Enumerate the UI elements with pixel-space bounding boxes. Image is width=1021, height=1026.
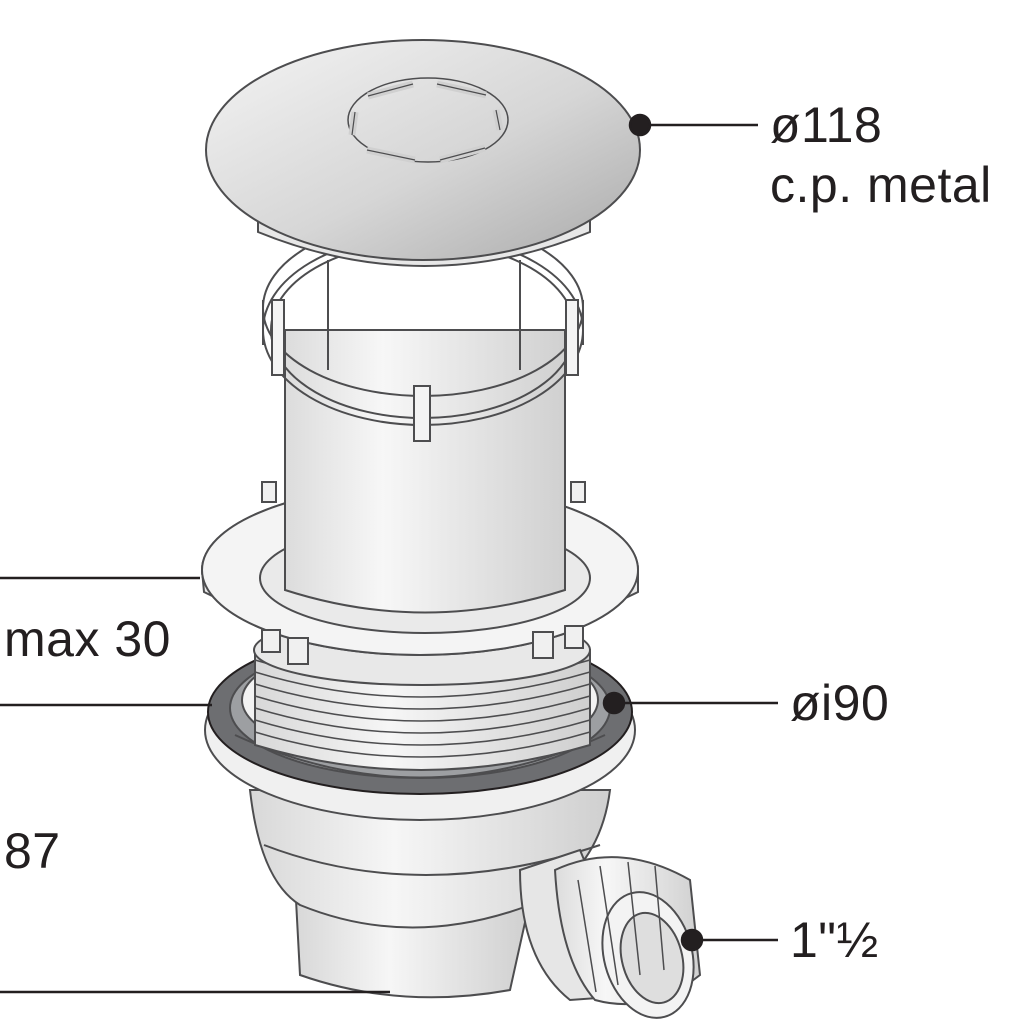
label-outlet-size: 1"½ xyxy=(790,912,879,968)
riser-tube xyxy=(284,260,566,614)
label-top-material: c.p. metal xyxy=(770,157,992,213)
label-top-diameter: ø118 xyxy=(770,97,883,153)
label-total-height: 87 xyxy=(4,823,61,879)
outlet-pipe xyxy=(518,848,702,1019)
label-height-adjust: max 30 xyxy=(4,611,171,667)
chrome-cover xyxy=(205,39,641,267)
callout-seal-diameter xyxy=(602,691,778,715)
callout-outlet xyxy=(680,928,778,952)
label-seal-diameter: øi90 xyxy=(790,675,890,731)
callout-top-diameter xyxy=(628,113,758,137)
